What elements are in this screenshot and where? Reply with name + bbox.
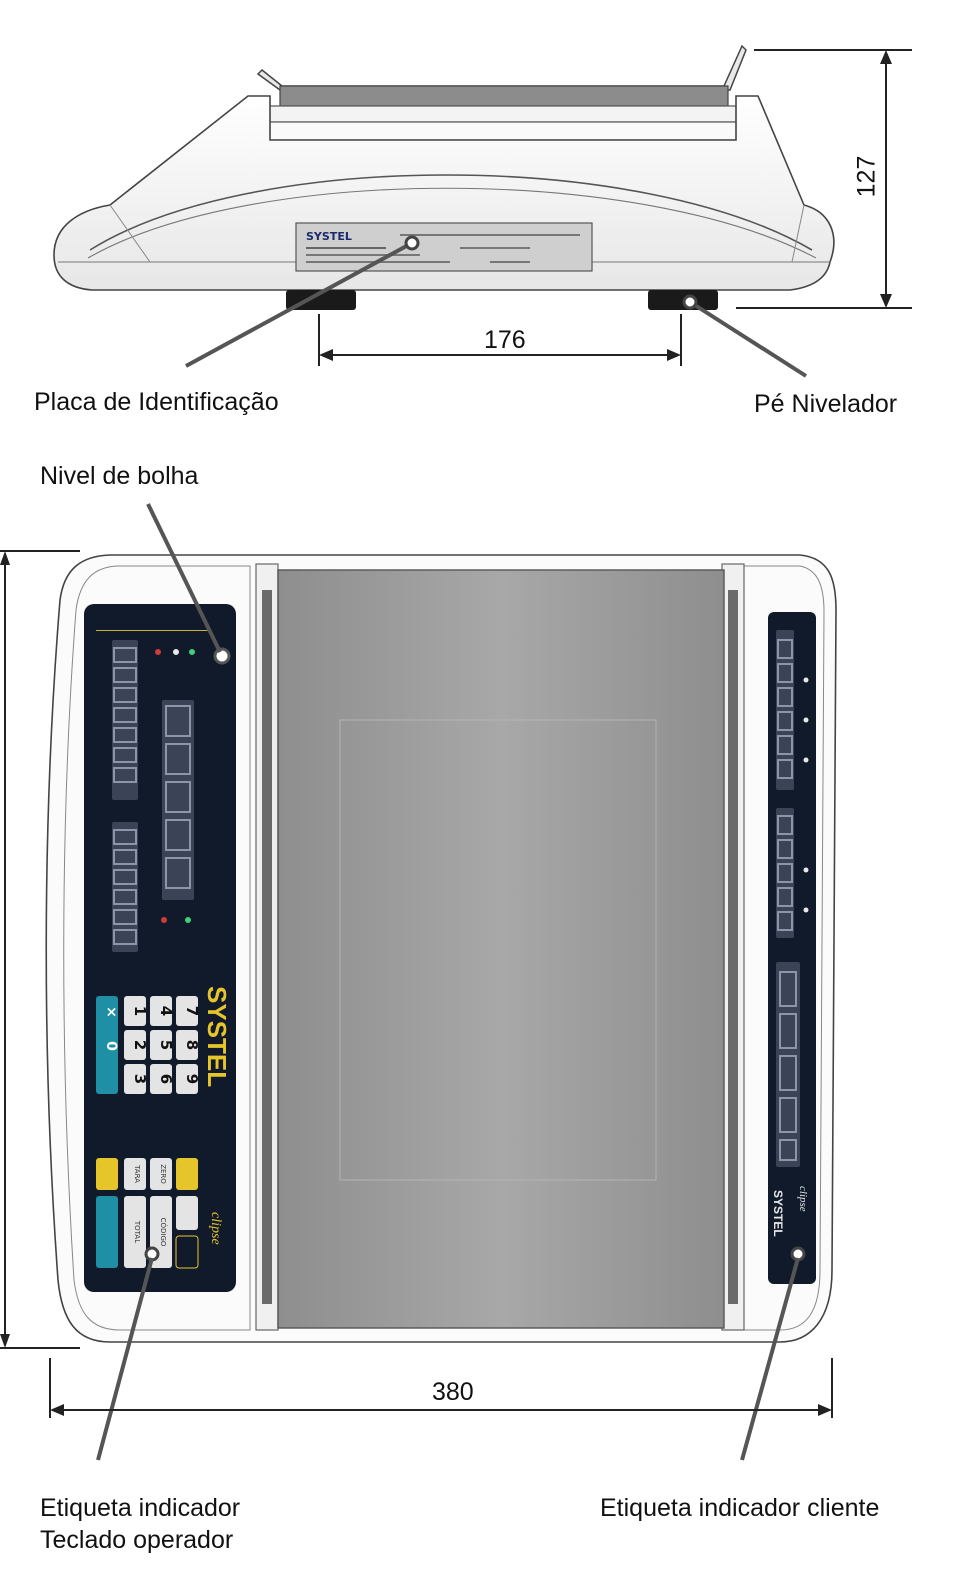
key-7: 7 [183, 1006, 201, 1016]
customer-label-leader [740, 1257, 800, 1461]
side-tray [256, 44, 747, 91]
left-leveling-foot [286, 290, 356, 310]
key-1: 1 [131, 1006, 149, 1016]
key-tara: TARA [133, 1164, 141, 1183]
id-plate-label: Placa de Identificação [34, 388, 279, 416]
foot-spacing-dimension-label: 176 [484, 326, 526, 354]
identification-plate: SYSTEL [295, 222, 593, 272]
height-dimension [736, 49, 912, 309]
plate-brand: SYSTEL [306, 230, 352, 243]
key-total: TOTAL [133, 1220, 141, 1243]
key-4: 4 [157, 1006, 175, 1016]
operator-label-line1: Etiqueta indicador [40, 1494, 241, 1522]
side-body [53, 95, 835, 291]
weighing-platter [277, 569, 725, 1329]
bubble-level [213, 647, 231, 665]
key-5: 5 [157, 1040, 175, 1050]
side-view: SYSTEL [53, 44, 912, 378]
panel-brand: SYSTEL [202, 986, 232, 1087]
operator-panel: SYSTEL clipse 1 2 3 4 5 [84, 604, 236, 1292]
key-0: 0 [103, 1041, 119, 1051]
width-dimension-label: 380 [432, 1378, 474, 1406]
operator-label-leader [96, 1257, 154, 1461]
id-plate-leader [185, 241, 413, 368]
customer-panel-model: clipse [797, 1186, 809, 1212]
key-9: 9 [183, 1074, 201, 1084]
customer-label: Etiqueta indicador cliente [600, 1494, 880, 1522]
key-8: 8 [183, 1040, 201, 1050]
leveling-foot-leader [688, 300, 808, 378]
leveling-foot-label: Pé Nivelador [754, 390, 898, 418]
key-multiply: × [103, 1006, 119, 1018]
key-codigo: CÓDIGO [159, 1218, 168, 1247]
key-2: 2 [131, 1040, 149, 1050]
key-3: 3 [131, 1074, 149, 1084]
bubble-level-label: Nivel de bolha [40, 462, 199, 490]
customer-panel: SYSTEL clipse [768, 612, 816, 1284]
operator-label-line2: Teclado operador [40, 1526, 234, 1554]
width-dimension [49, 1358, 833, 1418]
customer-panel-brand: SYSTEL [771, 1190, 785, 1237]
keypad: 1 2 3 4 5 6 7 8 9 × 0 [96, 996, 201, 1269]
height-dimension-label: 127 [852, 155, 881, 198]
side-tray-top [279, 85, 729, 107]
bubble-level-leader [146, 503, 222, 653]
foot-spacing-dimension [318, 314, 682, 366]
key-zero: ZERO [159, 1164, 167, 1184]
depth-dimension [0, 550, 80, 1349]
panel-model: clipse [208, 1212, 223, 1245]
key-6: 6 [157, 1074, 175, 1084]
top-view: SYSTEL clipse 1 2 3 4 5 [0, 503, 837, 1461]
